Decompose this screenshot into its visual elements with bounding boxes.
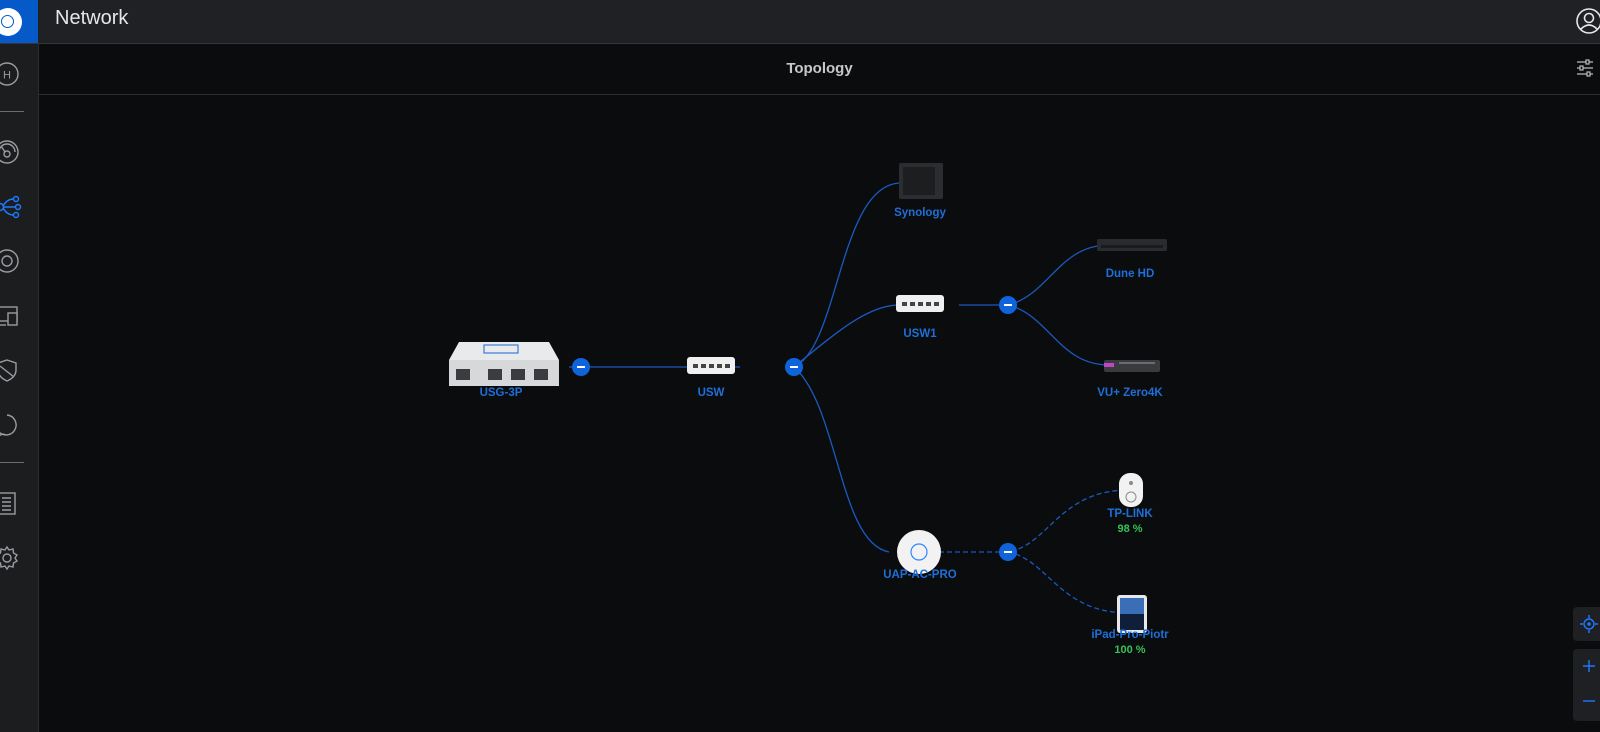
collapse-button-usw[interactable]: [785, 358, 803, 376]
zoom-out-icon[interactable]: [1573, 685, 1600, 719]
topology-header: Topology: [39, 44, 1600, 95]
node-label-usw[interactable]: USW: [697, 387, 725, 399]
sidebar-item-settings[interactable]: [0, 540, 38, 574]
sidebar: H: [0, 44, 39, 732]
media-player-icon[interactable]: [1097, 239, 1167, 251]
node-label-ipad[interactable]: iPad-Pro-Piotr: [1091, 629, 1169, 641]
node-label-synology[interactable]: Synology: [894, 207, 946, 219]
access-point-icon[interactable]: [897, 530, 941, 574]
zoom-controls: [1573, 649, 1600, 721]
clients-icon: [0, 306, 18, 326]
node-label-usg[interactable]: USG-3P: [479, 387, 523, 399]
sidebar-item-home[interactable]: H: [0, 56, 38, 90]
sidebar-divider: [0, 462, 24, 463]
node-label-vu[interactable]: VU+ Zero4K: [1097, 387, 1163, 399]
link-uap-tplink: [939, 489, 1130, 553]
tablet-icon[interactable]: [1117, 595, 1147, 633]
gear-icon: [0, 545, 18, 571]
locate-control[interactable]: [1573, 607, 1600, 641]
signal-strength-ipad: 100 %: [1114, 644, 1146, 656]
link-usw-synology: [793, 182, 900, 368]
dashboard-icon: [0, 140, 19, 164]
link-usw-usw1: [793, 304, 900, 368]
gateway-icon[interactable]: [449, 342, 559, 386]
smart-plug-icon[interactable]: [1119, 473, 1143, 507]
signal-strength-tplink: 98 %: [1117, 523, 1143, 535]
sidebar-item-devices[interactable]: [0, 243, 38, 277]
devices-icon: [0, 249, 19, 273]
svg-text:H: H: [3, 70, 11, 82]
sidebar-item-insights[interactable]: [0, 407, 38, 441]
app-title: Network: [55, 7, 129, 29]
set-top-box-icon[interactable]: [1104, 360, 1160, 372]
switch-icon[interactable]: [687, 357, 735, 374]
insights-icon: [0, 414, 17, 436]
link-usw-uap: [793, 366, 890, 553]
nas-icon[interactable]: [899, 163, 943, 199]
ubiquiti-logo[interactable]: [0, 0, 38, 43]
switch-icon[interactable]: [896, 295, 944, 312]
link-uap-ipad: [1007, 551, 1130, 614]
node-label-tplink[interactable]: TP-LINK: [1107, 508, 1153, 520]
filter-settings-icon[interactable]: [1575, 59, 1595, 77]
collapse-button-usw1[interactable]: [999, 296, 1017, 314]
collapse-button-usg[interactable]: [572, 358, 590, 376]
topology-links: [449, 163, 1167, 633]
locate-icon: [1580, 615, 1598, 633]
node-label-dune[interactable]: Dune HD: [1105, 268, 1155, 280]
node-label-uap[interactable]: UAP-AC-PRO: [883, 569, 957, 581]
sidebar-item-topology[interactable]: [0, 189, 38, 223]
top-bar: Network: [0, 0, 1600, 44]
sidebar-item-dashboard[interactable]: [0, 134, 38, 168]
sidebar-divider: [0, 111, 24, 112]
events-icon: [0, 492, 16, 515]
node-label-usw1[interactable]: USW1: [903, 328, 937, 340]
shield-icon: [0, 359, 17, 382]
topology-canvas[interactable]: USG-3P USW Synology USW1 Dune HD VU+ Zer…: [39, 95, 1600, 732]
page-title: Topology: [786, 60, 853, 77]
sidebar-item-clients[interactable]: [0, 298, 38, 332]
home-icon: H: [0, 62, 19, 86]
link-usw1-vu: [1007, 304, 1110, 366]
sidebar-item-security[interactable]: [0, 352, 38, 386]
user-account-icon[interactable]: [1574, 6, 1600, 36]
zoom-in-icon[interactable]: [1573, 649, 1600, 683]
logo-icon: [0, 8, 22, 36]
topology-icon: [0, 195, 22, 219]
sidebar-item-events[interactable]: [0, 485, 38, 519]
collapse-button-uap[interactable]: [999, 543, 1017, 561]
